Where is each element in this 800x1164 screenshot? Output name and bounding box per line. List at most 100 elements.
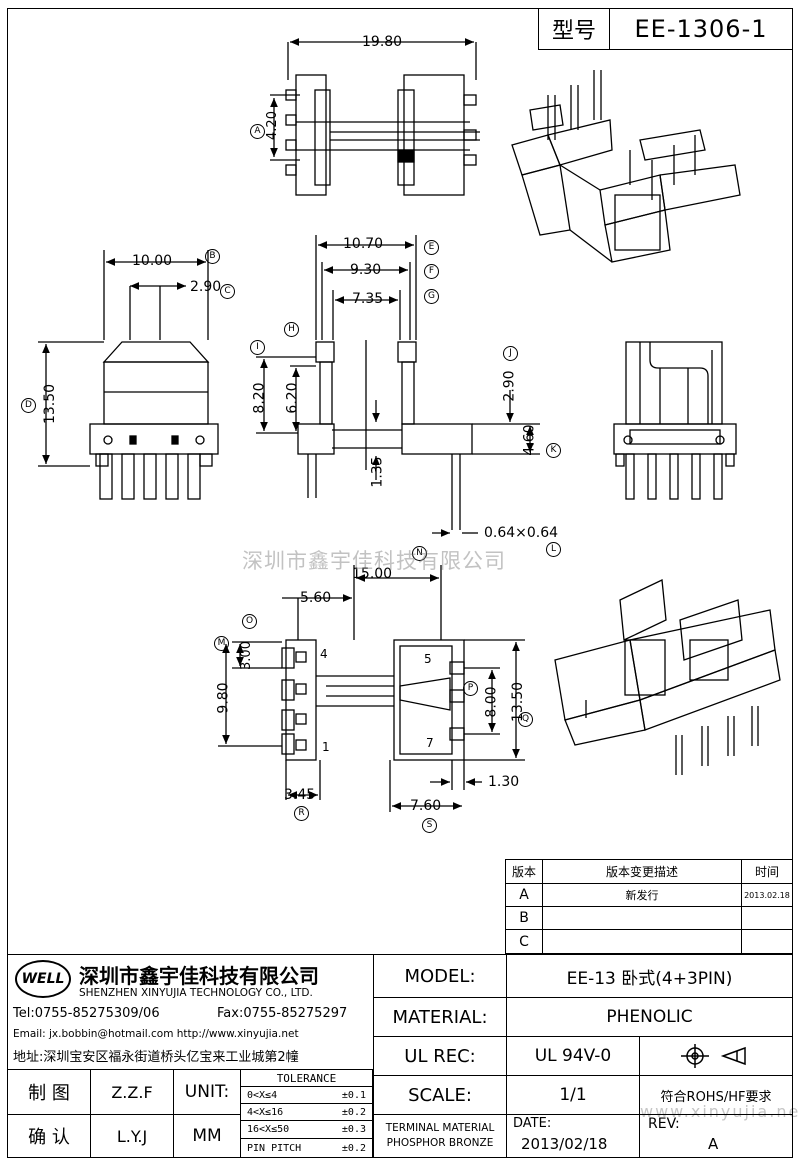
rev-row-date: 2013.02.18 xyxy=(741,883,793,907)
confirm-value: L.Y.J xyxy=(90,1114,174,1158)
marker-l: L xyxy=(546,542,561,557)
dim-bottom-p: 8.00 xyxy=(483,686,500,718)
rev-row-date xyxy=(741,906,793,930)
dim-bottom-n: 15.00 xyxy=(352,566,393,582)
pin-label-4: 4 xyxy=(320,647,328,661)
dim-top-width: 19.80 xyxy=(362,34,403,50)
company-tel: Tel:0755-85275309/06 xyxy=(13,1006,160,1021)
side-view xyxy=(256,235,540,537)
rev-row-desc xyxy=(542,906,742,930)
rev-row-version: B xyxy=(505,906,543,930)
unit-label: UNIT: xyxy=(173,1069,241,1115)
tolerance-title: TOLERANCE xyxy=(240,1069,373,1087)
company-logo: WELL xyxy=(15,960,71,998)
draw-label: 制 图 xyxy=(7,1069,91,1115)
rev-row-date xyxy=(741,929,793,954)
marker-m: M xyxy=(214,636,229,651)
tolerance-row: PIN PITCH±0.2 xyxy=(240,1138,373,1158)
rev-row-desc: 新发行 xyxy=(542,883,742,907)
dim-bottom-m: 3.00 xyxy=(238,641,254,670)
dim-bottom-o: 5.60 xyxy=(300,590,332,606)
terminal-material: TERMINAL MATERIAL PHOSPHOR BRONZE xyxy=(373,1114,507,1158)
dim-side-g: 7.35 xyxy=(352,291,384,307)
scale-field-label: SCALE: xyxy=(373,1075,507,1115)
date-field: DATE: 2013/02/18 xyxy=(506,1114,640,1158)
marker-j: J xyxy=(503,346,518,361)
ulrec-field-value: UL 94V-0 xyxy=(506,1036,640,1076)
marker-q: Q xyxy=(518,712,533,727)
marker-g: G xyxy=(424,289,439,304)
pin-label-7: 7 xyxy=(426,736,434,750)
marker-k: K xyxy=(546,443,561,458)
company-block: WELL 深圳市鑫宇佳科技有限公司 SHENZHEN XINYUJIA TECH… xyxy=(7,954,373,1070)
company-fax: Fax:0755-85275297 xyxy=(217,1006,348,1021)
marker-a: A xyxy=(250,124,265,139)
watermark-url: www.xinyujia.net xyxy=(640,1102,800,1121)
company-address: 地址:深圳宝安区福永街道桥头亿宝来工业城第2幢 xyxy=(13,1050,299,1065)
model-number: EE-1306-1 xyxy=(634,15,768,43)
model-label-cell: 型号 xyxy=(538,8,610,50)
watermark-company: 深圳市鑫宇佳科技有限公司 xyxy=(242,549,506,573)
marker-h: H xyxy=(284,322,299,337)
ulrec-field-label: UL REC: xyxy=(373,1036,507,1076)
rev-header-date: 时间 xyxy=(741,859,793,884)
marker-i: I xyxy=(250,340,265,355)
top-view xyxy=(270,38,480,196)
rohs-note: 符合ROHS/HF要求 xyxy=(639,1075,793,1115)
material-field-value: PHENOLIC xyxy=(506,997,793,1037)
rev-field: REV: A xyxy=(639,1114,793,1158)
rev-header-version: 版本 xyxy=(505,859,543,884)
tolerance-row: 16<X≤50±0.3 xyxy=(240,1120,373,1139)
rev-row-desc xyxy=(542,929,742,954)
rev-row-version: C xyxy=(505,929,543,954)
front-view xyxy=(38,250,219,500)
model-label: 型号 xyxy=(551,19,596,44)
draw-value: Z.Z.F xyxy=(90,1069,174,1115)
marker-f: F xyxy=(424,264,439,279)
unit-value: MM xyxy=(173,1114,241,1158)
marker-e: E xyxy=(424,240,439,255)
material-field-label: MATERIAL: xyxy=(373,997,507,1037)
dim-side-k: 4.60 xyxy=(521,424,538,456)
marker-d: D xyxy=(21,398,36,413)
marker-r: R xyxy=(294,806,309,821)
dim-bottom-130: 1.30 xyxy=(488,774,520,790)
technical-drawing xyxy=(38,38,781,812)
isometric-view-bottom xyxy=(554,579,781,775)
marker-s: S xyxy=(422,818,437,833)
dim-bottom-rows: 9.80 xyxy=(215,682,232,714)
tolerance-row: 0<X≤4±0.1 xyxy=(240,1086,373,1104)
dim-front-width: 10.00 xyxy=(132,253,173,269)
marker-n: N xyxy=(412,546,427,561)
end-view xyxy=(613,341,737,500)
third-angle-projection-icon xyxy=(681,1044,746,1068)
bottom-view xyxy=(218,565,525,812)
dim-pin-pitch: 4.20 xyxy=(264,111,280,140)
model-number-cell: EE-1306-1 xyxy=(609,8,793,50)
dim-side-j: 2.90 xyxy=(501,370,518,402)
dim-bottom-s: 7.60 xyxy=(410,798,442,814)
marker-o: O xyxy=(242,614,257,629)
confirm-label: 确 认 xyxy=(7,1114,91,1158)
dim-side-base: 1.35 xyxy=(369,456,386,488)
dim-side-e: 10.70 xyxy=(343,236,384,252)
dim-side-h: 6.20 xyxy=(284,382,301,414)
model-field-label: MODEL: xyxy=(373,954,507,998)
marker-p: P xyxy=(463,681,478,696)
dim-bottom-r: 3.45 xyxy=(284,787,316,803)
marker-c: C xyxy=(220,284,235,299)
tolerance-row: 4<X≤16±0.2 xyxy=(240,1103,373,1121)
dim-front-height: 13.50 xyxy=(42,383,59,425)
company-email: Email: jx.bobbin@hotmail.com http://www.… xyxy=(13,1028,299,1040)
scale-field-value: 1/1 xyxy=(506,1075,640,1115)
company-name-cn: 深圳市鑫宇佳科技有限公司 xyxy=(79,964,319,988)
rev-header-desc: 版本变更描述 xyxy=(542,859,742,884)
company-name-en: SHENZHEN XINYUJIA TECHNOLOGY CO., LTD. xyxy=(79,987,313,999)
pin-label-1: 1 xyxy=(322,740,330,754)
dim-side-f: 9.30 xyxy=(350,262,382,278)
dim-front-inner: 2.90 xyxy=(190,279,222,295)
marker-b: B xyxy=(205,249,220,264)
dim-side-i: 8.20 xyxy=(251,382,268,414)
pin-label-5: 5 xyxy=(424,652,432,666)
projection-symbol xyxy=(639,1036,793,1076)
